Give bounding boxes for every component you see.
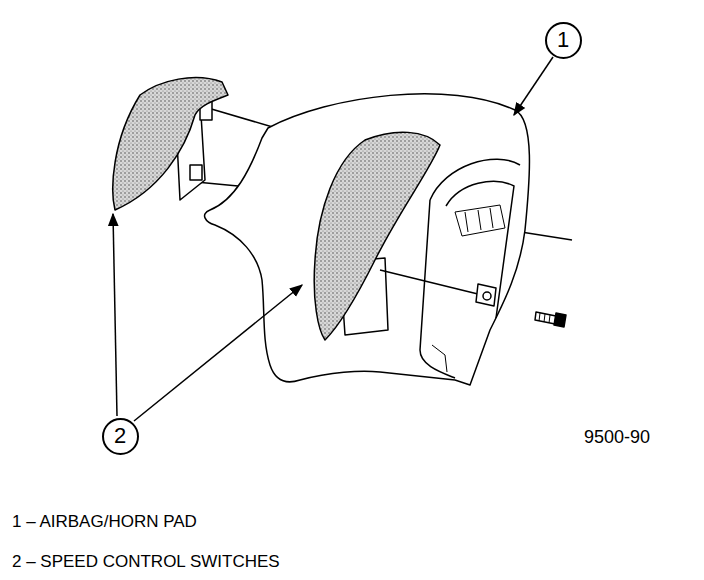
speed-control-switch — [314, 132, 440, 340]
bolt-hole — [483, 292, 491, 300]
callout-circle: 1 — [545, 22, 582, 59]
leader-line — [113, 214, 117, 416]
legend-text: 2 – SPEED CONTROL SWITCHES — [12, 553, 280, 572]
housing-rim — [420, 200, 455, 378]
alignment-line — [208, 108, 276, 128]
callout-number: 1 — [557, 29, 569, 51]
alignment-line — [380, 270, 486, 296]
screw-head — [554, 313, 566, 327]
callout-circle: 2 — [102, 418, 139, 455]
leader-line — [134, 285, 302, 421]
figure-number: 9500-90 — [584, 428, 650, 448]
legend-text: 1 – AIRBAG/HORN PAD — [12, 513, 197, 532]
alignment-line — [521, 232, 572, 240]
airbag-pad — [205, 94, 530, 385]
screw-thread — [539, 313, 550, 323]
leader-line — [514, 57, 553, 115]
housing-rim — [446, 181, 514, 318]
housing-rim — [430, 159, 520, 200]
screw — [535, 312, 556, 324]
housing-tab — [432, 345, 447, 372]
speed-control-switch — [113, 78, 228, 210]
mount-tab — [476, 284, 496, 306]
mechanism — [465, 208, 493, 232]
mechanism — [455, 205, 505, 236]
callout-number: 2 — [114, 425, 126, 447]
